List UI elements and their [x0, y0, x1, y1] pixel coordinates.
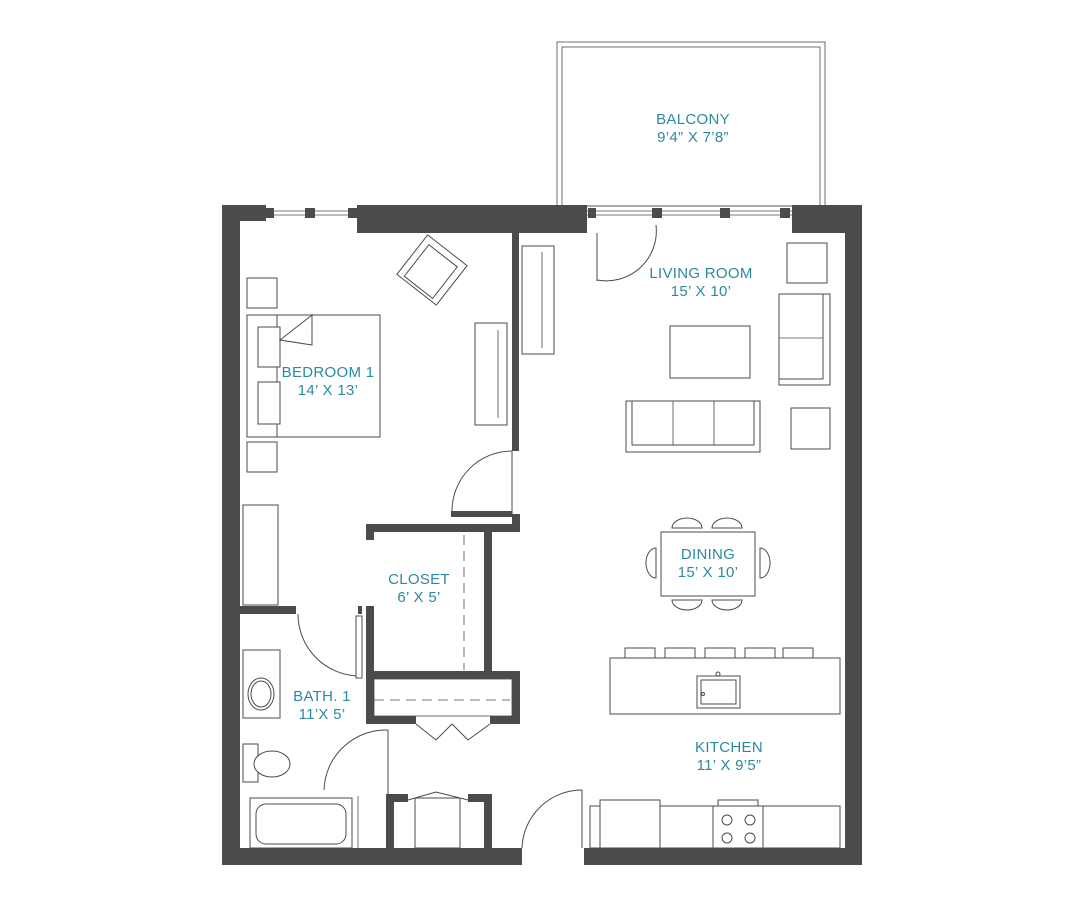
kitchen-counter [589, 799, 841, 849]
bedroom-furniture [242, 234, 508, 606]
kitchen-size: 11’ X 9’5” [696, 757, 762, 774]
bath-label: BATH. 1 11’X 5’ [272, 688, 372, 724]
living-room-label: LIVING ROOM 15’ X 10’ [626, 265, 776, 301]
bath-size: 11’X 5’ [298, 706, 346, 723]
bath-name: BATH. 1 [293, 688, 351, 705]
living-furniture [521, 242, 831, 453]
bedroom-size: 14’ X 13’ [297, 382, 359, 399]
kitchen-name: KITCHEN [695, 739, 763, 756]
bedroom-label: BEDROOM 1 14’ X 13’ [253, 364, 403, 400]
doors [297, 224, 657, 849]
balcony-label: BALCONY 9’4” X 7’8” [618, 111, 768, 147]
bedroom-window [266, 208, 357, 218]
kitchen-label: KITCHEN 11’ X 9’5” [654, 739, 804, 775]
dining-table [645, 517, 771, 611]
living-room-name: LIVING ROOM [649, 265, 753, 282]
exterior-walls [222, 205, 862, 865]
balcony-name: BALCONY [656, 111, 730, 128]
closet-size: 6’ X 5’ [397, 589, 441, 606]
living-room-size: 15’ X 10’ [670, 283, 732, 300]
dining-label: DINING 15’ X 10’ [633, 546, 783, 582]
closet-name: CLOSET [388, 571, 450, 588]
balcony-size: 9’4” X 7’8” [657, 129, 729, 146]
bedroom-name: BEDROOM 1 [281, 364, 375, 381]
interior-walls [240, 233, 520, 848]
dining-size: 15’ X 10’ [677, 564, 739, 581]
dining-name: DINING [680, 546, 736, 563]
living-window [587, 208, 792, 218]
closet-label: CLOSET 6’ X 5’ [374, 571, 464, 607]
balcony-railing [556, 41, 826, 207]
kitchen-island [609, 647, 841, 715]
bathroom-fixtures [242, 649, 461, 849]
closet-details [373, 535, 513, 717]
